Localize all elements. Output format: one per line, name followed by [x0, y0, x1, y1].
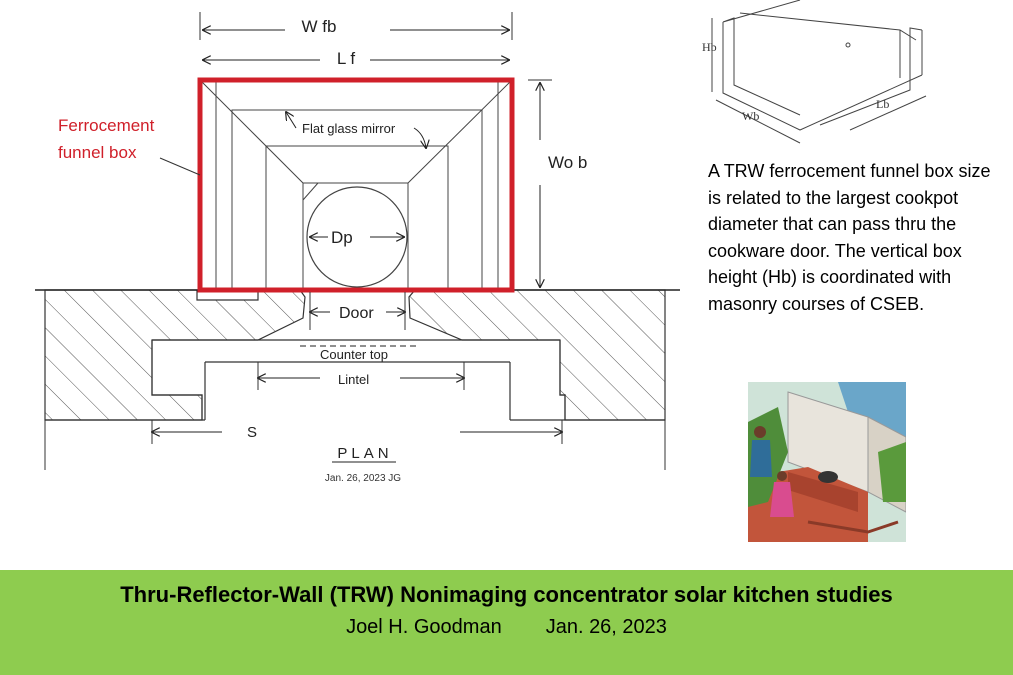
- label-door: Door: [339, 305, 374, 322]
- iso-sketch: Hb Wb Lb: [702, 0, 927, 144]
- label-plan: PLAN: [337, 445, 392, 462]
- label-counter: Counter top: [320, 347, 388, 362]
- kitchen-illustration: [748, 382, 906, 542]
- plan-drawing: W fb L f Wo b Ferrocement funnel box Fla…: [35, 12, 680, 484]
- label-wob: Wo b: [548, 153, 587, 172]
- banner-byline: Joel H. Goodman Jan. 26, 2023: [0, 616, 1013, 639]
- banner-author: Joel H. Goodman: [346, 616, 502, 638]
- label-lb: Lb: [876, 97, 889, 111]
- label-funnel-1: Ferrocement: [58, 116, 155, 135]
- label-date: Jan. 26, 2023 JG: [325, 473, 401, 484]
- label-wfb: W fb: [302, 17, 337, 36]
- dimension-lines: [152, 12, 562, 444]
- label-lintel: Lintel: [338, 372, 369, 387]
- label-wb: Wb: [742, 109, 759, 123]
- label-s: S: [247, 424, 257, 441]
- funnel-box: [197, 77, 515, 293]
- label-funnel-2: funnel box: [58, 143, 137, 162]
- title-banner: Thru-Reflector-Wall (TRW) Nonimaging con…: [0, 570, 1013, 675]
- banner-title: Thru-Reflector-Wall (TRW) Nonimaging con…: [120, 582, 893, 607]
- label-hb: Hb: [702, 40, 717, 54]
- banner-date: Jan. 26, 2023: [545, 616, 667, 638]
- label-mirror: Flat glass mirror: [302, 121, 396, 136]
- description-text: A TRW ferrocement funnel box size is rel…: [708, 161, 991, 314]
- masonry-wall: [35, 289, 680, 470]
- label-lf: L f: [337, 49, 356, 68]
- label-dp: Dp: [331, 228, 353, 247]
